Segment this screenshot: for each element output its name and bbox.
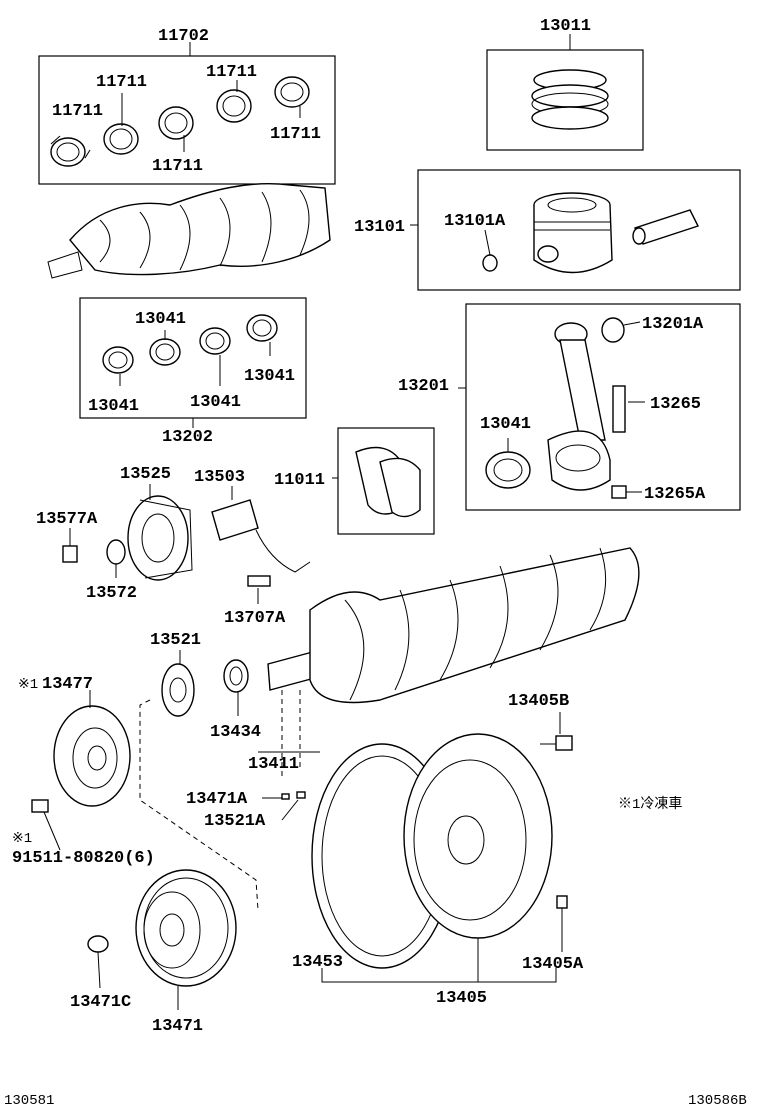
rod-bearing-shell-1 (102, 346, 134, 374)
small-end-bushing (601, 317, 641, 343)
main-bearing-shell-4 (216, 89, 252, 123)
rod-nut (611, 485, 642, 499)
connecting-rod (547, 322, 611, 491)
label-13471A: 13471A (186, 790, 248, 809)
crank-position-sensor-13503 (211, 486, 311, 573)
label-11711-a: 11711 (96, 73, 147, 92)
label-13471C: 13471C (70, 993, 131, 1012)
flywheel-13405 (403, 733, 553, 939)
key-13577A (62, 528, 78, 563)
spacer-13434 (223, 659, 249, 716)
label-13453: 13453 (292, 953, 343, 972)
label-13041-b: 13041 (244, 367, 295, 386)
piston (533, 192, 613, 274)
note-mark-2: ※1 (12, 831, 32, 847)
rod-bearing-shell (485, 438, 531, 489)
washer-13572 (106, 539, 126, 578)
label-13265: 13265 (650, 395, 701, 414)
label-13411: 13411 (248, 755, 299, 774)
piston-set-box (410, 169, 741, 291)
label-13101: 13101 (354, 218, 405, 237)
label-13521A: 13521A (204, 812, 266, 831)
label-13405A: 13405A (522, 955, 584, 974)
thrust-washer-box (332, 427, 435, 535)
label-13101A: 13101A (444, 212, 506, 231)
footer-right-code: 130586B (688, 1093, 747, 1109)
label-13471: 13471 (152, 1017, 203, 1036)
label-13577A: 13577A (36, 510, 98, 529)
gear-13521 (161, 650, 195, 717)
label-11702: 11702 (158, 27, 209, 46)
crankshaft (267, 547, 640, 780)
label-13041-e: 13041 (480, 415, 531, 434)
rod-bearing-shell-4 (246, 314, 278, 342)
label-13572: 13572 (86, 584, 137, 603)
main-bearing-shell-1 (50, 135, 91, 167)
pulley-bolt-13471C (87, 935, 109, 989)
pulley-13477 (53, 690, 131, 807)
footer-left-code: 130581 (4, 1093, 54, 1109)
label-11711-c: 11711 (52, 102, 103, 121)
main-bearing-shell-2 (103, 123, 139, 155)
main-bearing-set-box (38, 42, 336, 185)
piston-ring-set-box (486, 34, 644, 151)
label-13041-d: 13041 (190, 393, 241, 412)
label-13707A: 13707A (224, 609, 286, 628)
label-13521: 13521 (150, 631, 201, 650)
key-13471A (262, 793, 290, 800)
label-13265A: 13265A (644, 485, 706, 504)
label-13477: 13477 (42, 675, 93, 694)
label-13201A: 13201A (642, 315, 704, 334)
bolt-91511 (31, 799, 61, 851)
footnote: ※1冷凍車 (618, 795, 682, 813)
label-11711-d: 11711 (270, 125, 321, 144)
con-rod-bearing-set-box (79, 297, 307, 428)
label-13011: 13011 (540, 17, 591, 36)
crankshaft-sketch (47, 183, 331, 279)
label-13041-a: 13041 (135, 310, 186, 329)
rod-bearing-shell-2 (149, 338, 181, 366)
label-13405: 13405 (436, 989, 487, 1008)
note-mark-1: ※1 (18, 677, 38, 693)
label-11711-e: 11711 (152, 157, 203, 176)
label-13525: 13525 (120, 465, 171, 484)
label-13405B: 13405B (508, 692, 569, 711)
connecting-rod-box (458, 303, 741, 511)
main-bearing-shell-5 (274, 76, 310, 108)
crank-pulley-13471 (135, 869, 237, 1010)
label-11011: 11011 (274, 471, 325, 490)
label-11711-b: 11711 (206, 63, 257, 82)
pin-13405A (556, 895, 568, 952)
piston-pin (632, 209, 699, 245)
key-13521A (281, 791, 306, 821)
label-13434: 13434 (210, 723, 261, 742)
bolt-13707A (247, 575, 271, 604)
rod-bolt (612, 385, 645, 433)
main-bearing-shell-3 (158, 106, 194, 140)
timing-gear-13525 (127, 484, 193, 581)
rod-bearing-shell-3 (199, 327, 231, 355)
flywheel-bolt-13405B (540, 712, 573, 751)
label-13202: 13202 (162, 428, 213, 447)
label-91511: 91511-80820(6) (12, 849, 155, 868)
label-13041-c: 13041 (88, 397, 139, 416)
piston-pin-clip (482, 229, 498, 272)
label-13201: 13201 (398, 377, 449, 396)
label-13503: 13503 (194, 468, 245, 487)
